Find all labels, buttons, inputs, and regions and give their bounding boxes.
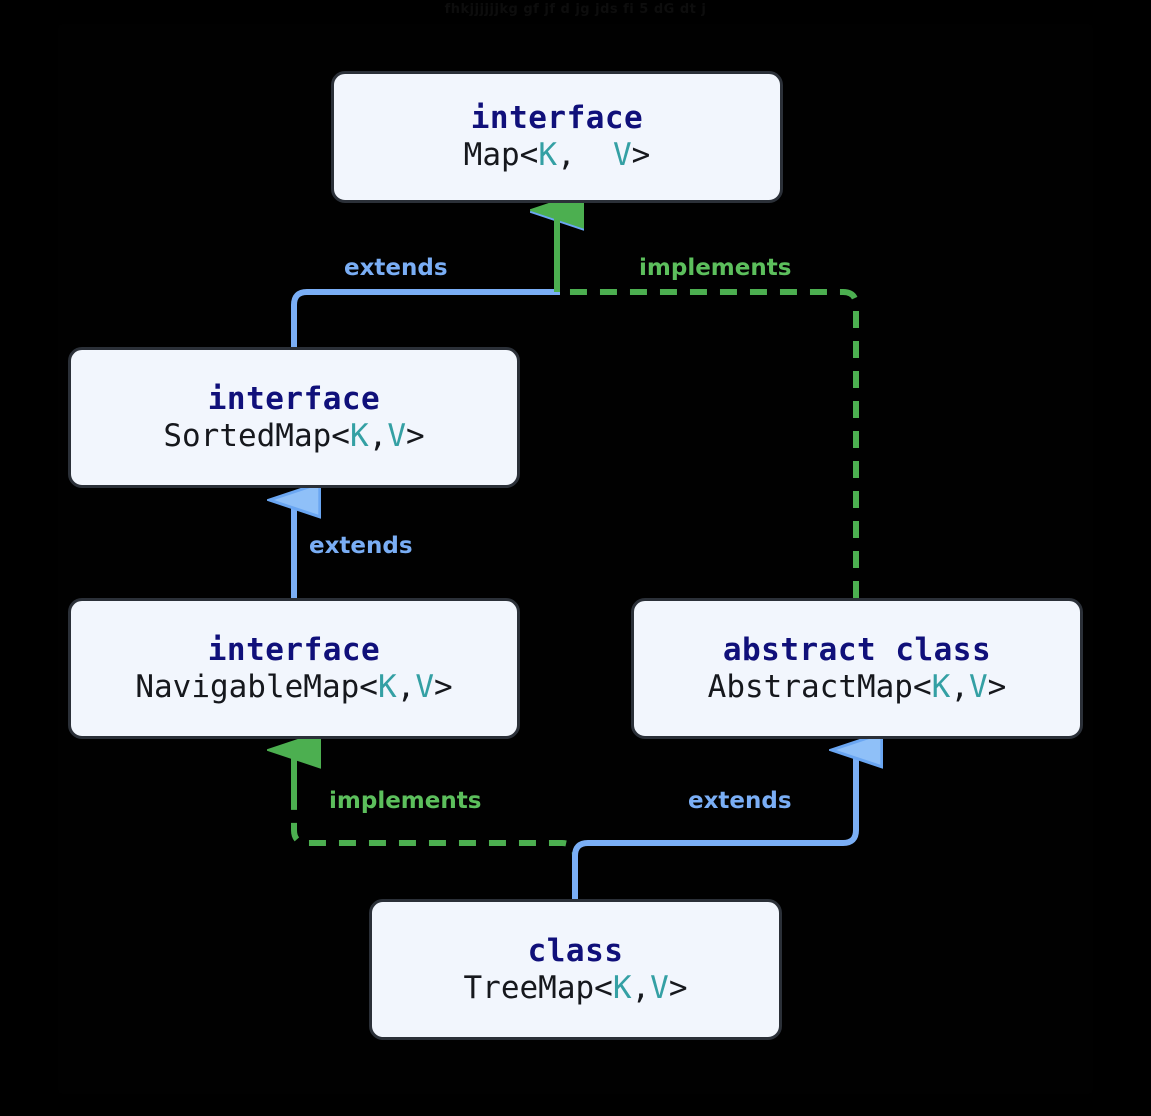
node-navigablemap-type-v: V (415, 668, 434, 705)
node-navigablemap-name-suffix: > (433, 668, 453, 705)
node-sortedmap-type-v: V (387, 417, 406, 454)
node-treemap-keyword: class (527, 932, 624, 969)
node-abstractmap-name: AbstractMap<K,V> (708, 669, 1007, 706)
node-sortedmap[interactable]: interface SortedMap<K,V> (68, 347, 520, 488)
node-navigablemap-sep: , (396, 668, 416, 705)
node-treemap-name-suffix: > (668, 969, 688, 1006)
node-navigablemap-keyword: interface (207, 631, 381, 668)
node-sortedmap-keyword: interface (207, 380, 381, 417)
node-treemap-name-prefix: TreeMap< (463, 969, 613, 1006)
node-treemap-type-k: K (612, 969, 632, 1006)
edge-label-treemap-extends-abstractmap: extends (688, 788, 792, 814)
node-map-type-k: K (538, 137, 557, 173)
node-map-type-v: V (612, 137, 632, 173)
node-treemap-sep: , (631, 969, 651, 1006)
node-map-name-prefix: Map< (463, 137, 539, 173)
node-abstractmap[interactable]: abstract class AbstractMap<K,V> (631, 598, 1083, 739)
node-navigablemap-type-k: K (377, 668, 397, 705)
node-map-name-suffix: > (631, 137, 651, 173)
edge-treemap-extends-abstractmap (572, 750, 856, 902)
node-map-keyword: interface (470, 100, 644, 137)
edge-label-navigablemap-extends-sortedmap: extends (309, 533, 413, 559)
edge-label-sortedmap-extends-map: extends (344, 255, 448, 281)
node-abstractmap-name-suffix: > (987, 668, 1007, 705)
edge-label-treemap-implements-navigablemap: implements (329, 788, 482, 814)
node-sortedmap-name: SortedMap<K,V> (163, 418, 424, 455)
node-sortedmap-name-suffix: > (405, 417, 425, 454)
edge-sortedmap-extends-map (291, 212, 557, 350)
node-sortedmap-name-prefix: SortedMap< (163, 417, 350, 454)
node-map[interactable]: interface Map<K, V> (331, 71, 783, 203)
node-abstractmap-keyword: abstract class (722, 631, 992, 668)
node-treemap-type-v: V (650, 969, 669, 1006)
node-sortedmap-type-k: K (349, 417, 369, 454)
node-navigablemap-name-prefix: NavigableMap< (135, 668, 378, 705)
node-map-name: Map<K, V> (464, 137, 651, 174)
edge-abstractmap-implements-map (560, 289, 859, 598)
node-navigablemap[interactable]: interface NavigableMap<K,V> (68, 598, 520, 739)
node-sortedmap-sep: , (368, 417, 388, 454)
node-abstractmap-type-v: V (968, 668, 988, 705)
node-navigablemap-name: NavigableMap<K,V> (135, 669, 452, 706)
node-abstractmap-sep: , (950, 668, 969, 705)
edge-treemap-implements-navigablemap (291, 800, 578, 899)
node-abstractmap-type-k: K (931, 668, 951, 705)
node-treemap[interactable]: class TreeMap<K,V> (369, 899, 782, 1040)
node-map-sep: , (556, 137, 613, 173)
node-treemap-name: TreeMap<K,V> (464, 970, 688, 1007)
edge-label-abstractmap-implements-map: implements (639, 255, 792, 281)
node-abstractmap-name-prefix: AbstractMap< (707, 668, 932, 705)
